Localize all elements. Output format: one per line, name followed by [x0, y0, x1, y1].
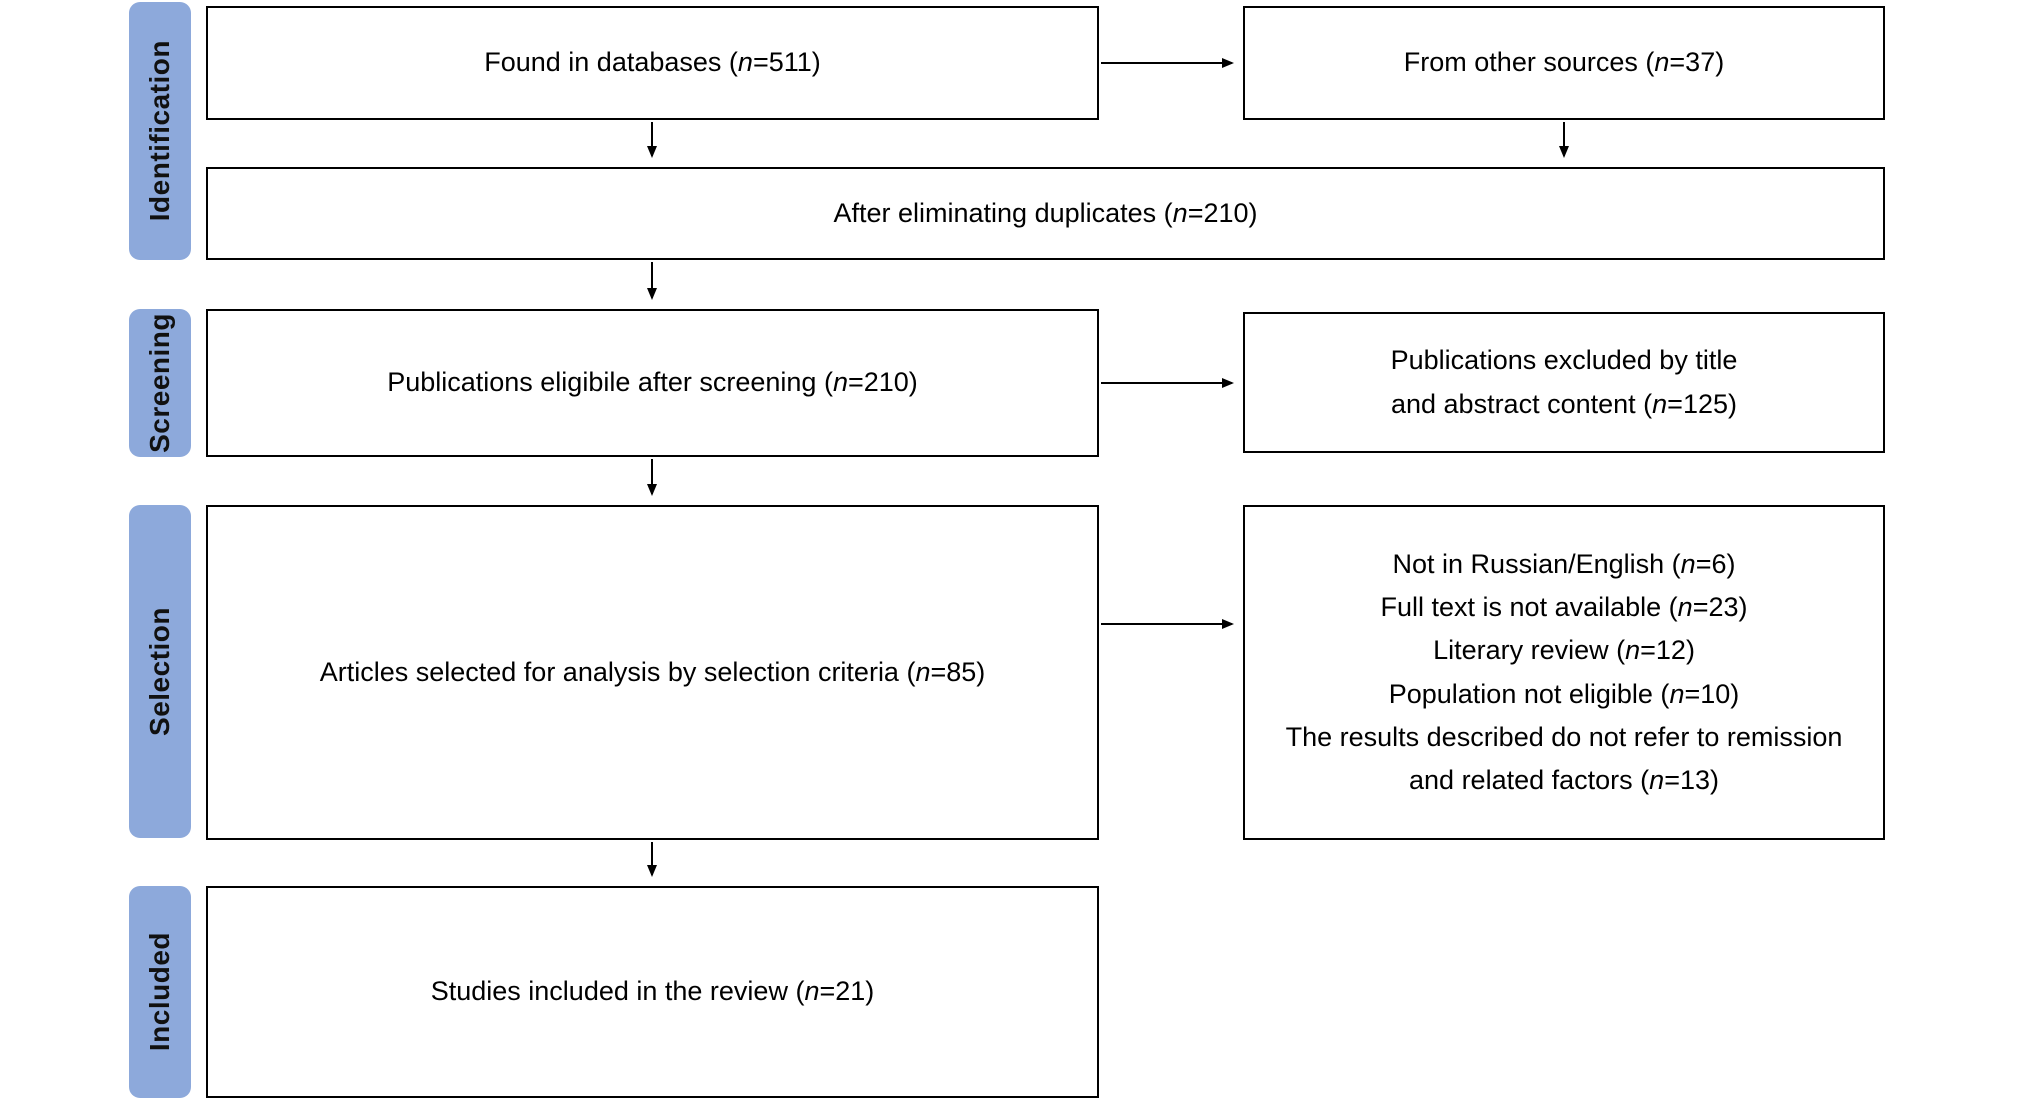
node-excluded-by-title-text: Publications excluded by title and abstr…: [1390, 345, 1738, 419]
stage-screening: Screening: [129, 309, 191, 457]
node-other-sources: From other sources (n=37): [1243, 6, 1885, 120]
stage-selection-label: Selection: [144, 607, 175, 736]
node-eligible-after-screening: Publications eligibile after screening (…: [206, 309, 1099, 457]
stage-included-label: Included: [144, 932, 175, 1052]
exclusion-reason-item: Literary review (n=12): [1433, 635, 1695, 666]
stage-selection: Selection: [129, 505, 191, 838]
node-studies-included-text: Studies included in the review (n=21): [430, 976, 875, 1007]
exclusion-reason-item: The results described do not refer to re…: [1285, 721, 1843, 795]
stage-screening-label: Screening: [144, 313, 175, 453]
stage-identification: Identification: [129, 2, 191, 260]
node-found-in-databases: Found in databases (n=511): [206, 6, 1099, 120]
node-after-duplicates: After eliminating duplicates (n=210): [206, 167, 1885, 260]
node-exclusion-reasons: Not in Russian/English (n=6) Full text i…: [1243, 505, 1885, 840]
exclusion-reason-item: Not in Russian/English (n=6): [1392, 548, 1736, 579]
node-after-duplicates-text: After eliminating duplicates (n=210): [833, 197, 1258, 228]
stage-identification-label: Identification: [144, 40, 175, 222]
node-studies-included: Studies included in the review (n=21): [206, 886, 1099, 1098]
exclusion-reason-item: Full text is not available (n=23): [1380, 592, 1748, 623]
exclusion-reason-item: Population not eligible (n=10): [1388, 678, 1740, 709]
node-selected-for-analysis-text: Articles selected for analysis by select…: [319, 656, 986, 687]
node-selected-for-analysis: Articles selected for analysis by select…: [206, 505, 1099, 840]
node-eligible-after-screening-text: Publications eligibile after screening (…: [387, 367, 918, 398]
node-found-in-databases-text: Found in databases (n=511): [484, 47, 821, 78]
node-excluded-by-title: Publications excluded by title and abstr…: [1243, 312, 1885, 453]
stage-included: Included: [129, 886, 191, 1098]
node-exclusion-reasons-text: Not in Russian/English (n=6) Full text i…: [1263, 543, 1865, 802]
node-other-sources-text: From other sources (n=37): [1403, 47, 1725, 78]
